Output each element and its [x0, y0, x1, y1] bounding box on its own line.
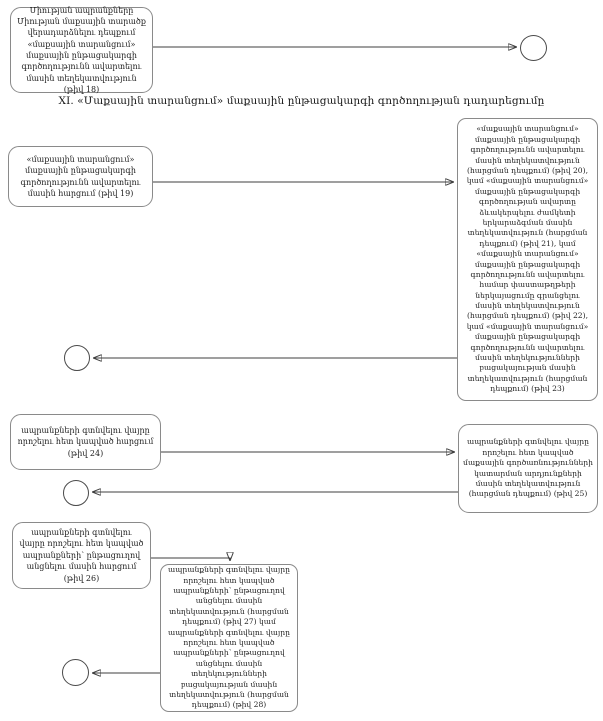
node-info-20-23-label: «մաքսային տարանցում» մաքսային ընթացակարգ… [466, 124, 589, 394]
node-request-26: ապրանքների գտնվելու վայրը որոշելու հետ կ… [12, 522, 151, 589]
terminal-circle-4 [62, 659, 89, 686]
node-request-19: «մաքսային տարանցում» մաքսային ընթացակարգ… [8, 146, 153, 207]
terminal-circle-2 [64, 345, 90, 371]
node-request-26-label: ապրանքների գտնվելու վայրը որոշելու հետ կ… [19, 528, 144, 583]
node-info-18: Միության ապրանքները Միության մաքսային տա… [10, 5, 153, 95]
node-request-24: ապրանքների գտնվելու վայրը որոշելու հետ կ… [10, 414, 161, 470]
node-info-27-28: ապրանքների գտնվելու վայրը որոշելու հետ կ… [160, 564, 298, 712]
node-request-19-label: «մաքսային տարանցում» մաքսային ընթացակարգ… [20, 154, 141, 198]
terminal-circle-1 [520, 35, 547, 61]
terminal-circle-3 [63, 480, 89, 506]
arrow-box26-to-box27 [151, 558, 230, 560]
node-info-20-23: «մաքսային տարանցում» մաքսային ընթացակարգ… [457, 118, 598, 401]
section-title: XI. «Մաքսային տարանցում» մաքսային ընթացա… [58, 95, 545, 107]
node-request-24-label: ապրանքների գտնվելու վայրը որոշելու հետ կ… [17, 425, 154, 458]
node-info-25: ապրանքների գտնվելու վայրը որոշելու հետ կ… [458, 424, 598, 513]
node-info-25-label: ապրանքների գտնվելու վայրը որոշելու հետ կ… [463, 437, 593, 499]
node-info-27-28-label: ապրանքների գտնվելու վայրը որոշելու հետ կ… [168, 565, 290, 710]
node-info-18-label: Միության ապրանքները Միության մաքսային տա… [17, 5, 146, 95]
